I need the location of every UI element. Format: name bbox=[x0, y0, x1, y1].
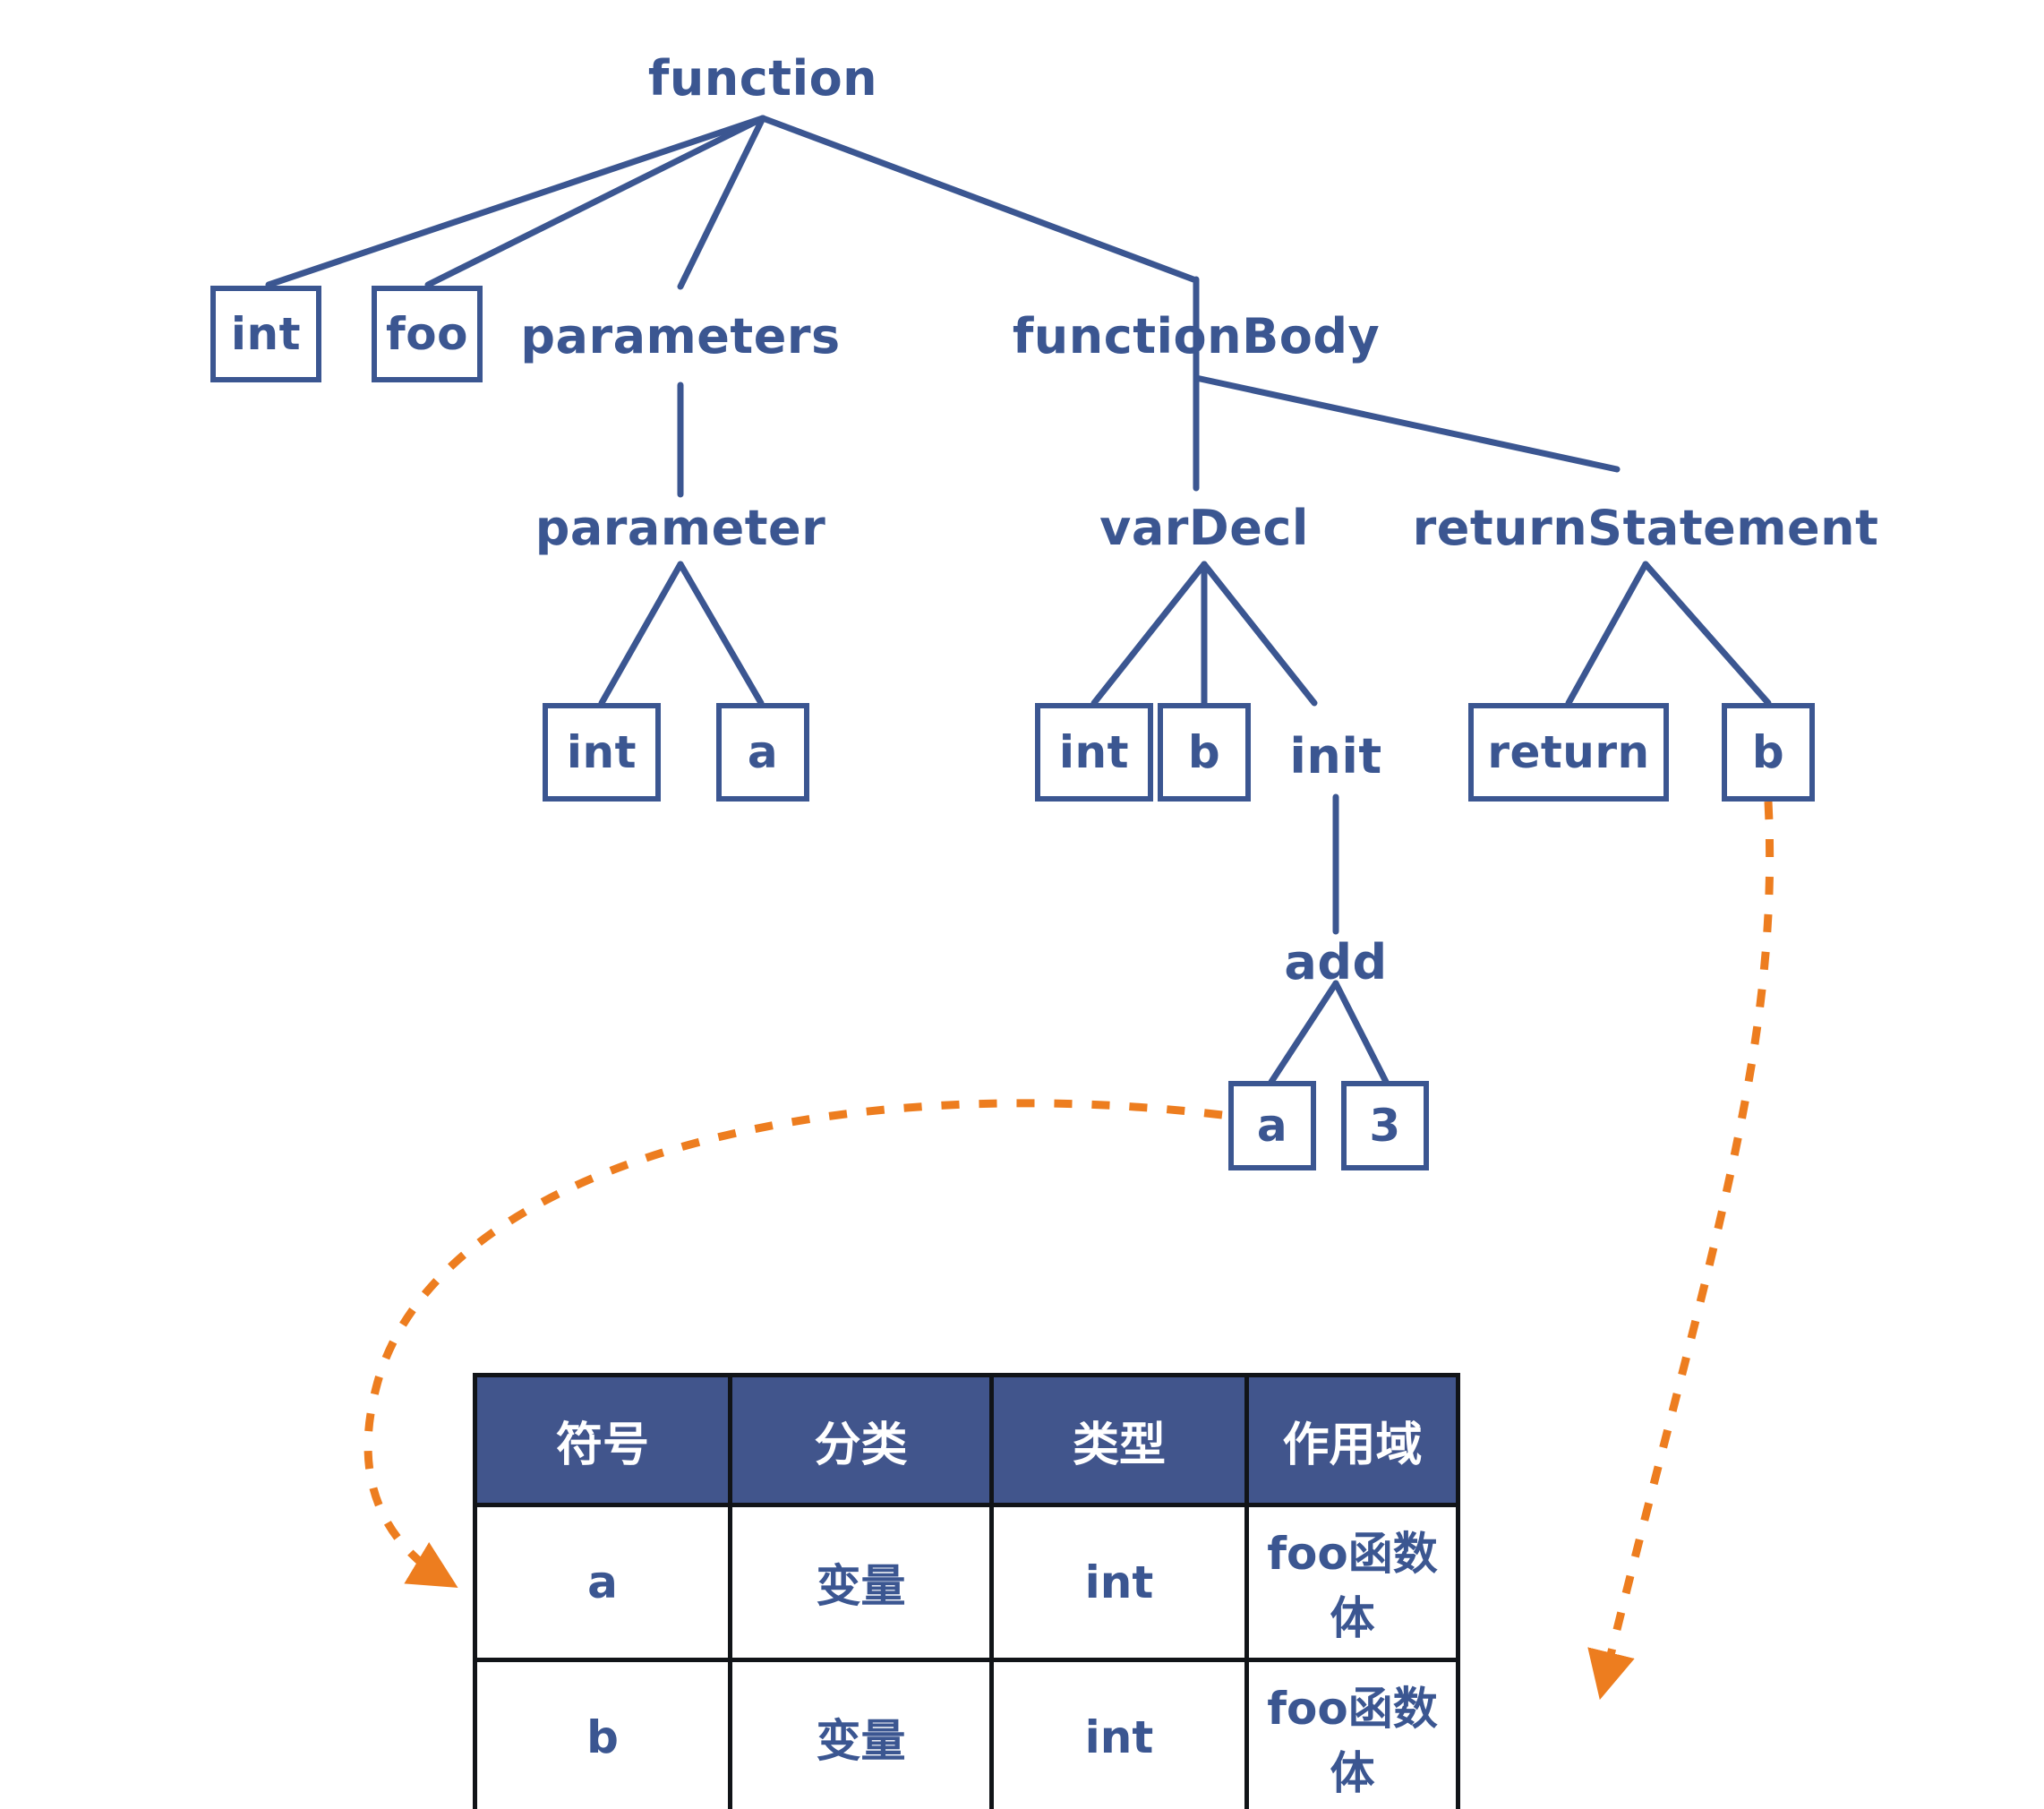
column-header-symbol: 符号 bbox=[473, 1373, 732, 1507]
tree-node-int-var-type[interactable]: int bbox=[1035, 703, 1153, 802]
reference-arrow-b bbox=[1587, 801, 1775, 1701]
tree-node-foo[interactable]: foo bbox=[372, 286, 483, 382]
column-header-category: 分类 bbox=[728, 1373, 994, 1507]
tree-edges bbox=[265, 115, 1772, 1085]
symbol-table-header-row: 符号 分类 类型 作用域 bbox=[473, 1373, 1460, 1507]
tree-node-var-decl[interactable]: varDecl bbox=[1099, 500, 1309, 556]
tree-node-init[interactable]: init bbox=[1289, 728, 1382, 784]
cell-symbol: b bbox=[473, 1658, 732, 1809]
tree-node-add[interactable]: add bbox=[1284, 934, 1388, 990]
cell-scope: foo函数体 bbox=[1244, 1658, 1460, 1809]
cell-type: int bbox=[989, 1658, 1249, 1809]
cell-category: 变量 bbox=[728, 1503, 994, 1662]
cell-symbol: a bbox=[473, 1503, 732, 1662]
column-header-type: 类型 bbox=[989, 1373, 1249, 1507]
cell-category: 变量 bbox=[728, 1658, 994, 1809]
column-header-scope: 作用域 bbox=[1244, 1373, 1460, 1507]
tree-node-return-statement[interactable]: returnStatement bbox=[1412, 500, 1879, 556]
tree-node-function-body[interactable]: functionBody bbox=[1012, 308, 1381, 364]
tree-node-b-var-name[interactable]: b bbox=[1158, 703, 1251, 802]
table-row: a 变量 int foo函数体 bbox=[473, 1503, 1460, 1662]
table-row: b 变量 int foo函数体 bbox=[473, 1658, 1460, 1809]
tree-node-parameter[interactable]: parameter bbox=[535, 500, 826, 556]
tree-node-parameters[interactable]: parameters bbox=[520, 308, 841, 364]
tree-node-int-return-type[interactable]: int bbox=[210, 286, 321, 382]
symbol-table: 符号 分类 类型 作用域 a 变量 int foo函数体 b 变量 int fo… bbox=[473, 1373, 1460, 1809]
tree-node-function[interactable]: function bbox=[647, 50, 878, 107]
tree-node-a-operand[interactable]: a bbox=[1228, 1081, 1316, 1170]
tree-node-int-param-type[interactable]: int bbox=[543, 703, 661, 802]
tree-node-b-return-value[interactable]: b bbox=[1722, 703, 1815, 802]
tree-node-3-operand[interactable]: 3 bbox=[1341, 1081, 1429, 1170]
tree-node-return-keyword[interactable]: return bbox=[1468, 703, 1669, 802]
cell-type: int bbox=[989, 1503, 1249, 1662]
tree-node-a-param-name[interactable]: a bbox=[716, 703, 809, 802]
cell-scope: foo函数体 bbox=[1244, 1503, 1460, 1662]
